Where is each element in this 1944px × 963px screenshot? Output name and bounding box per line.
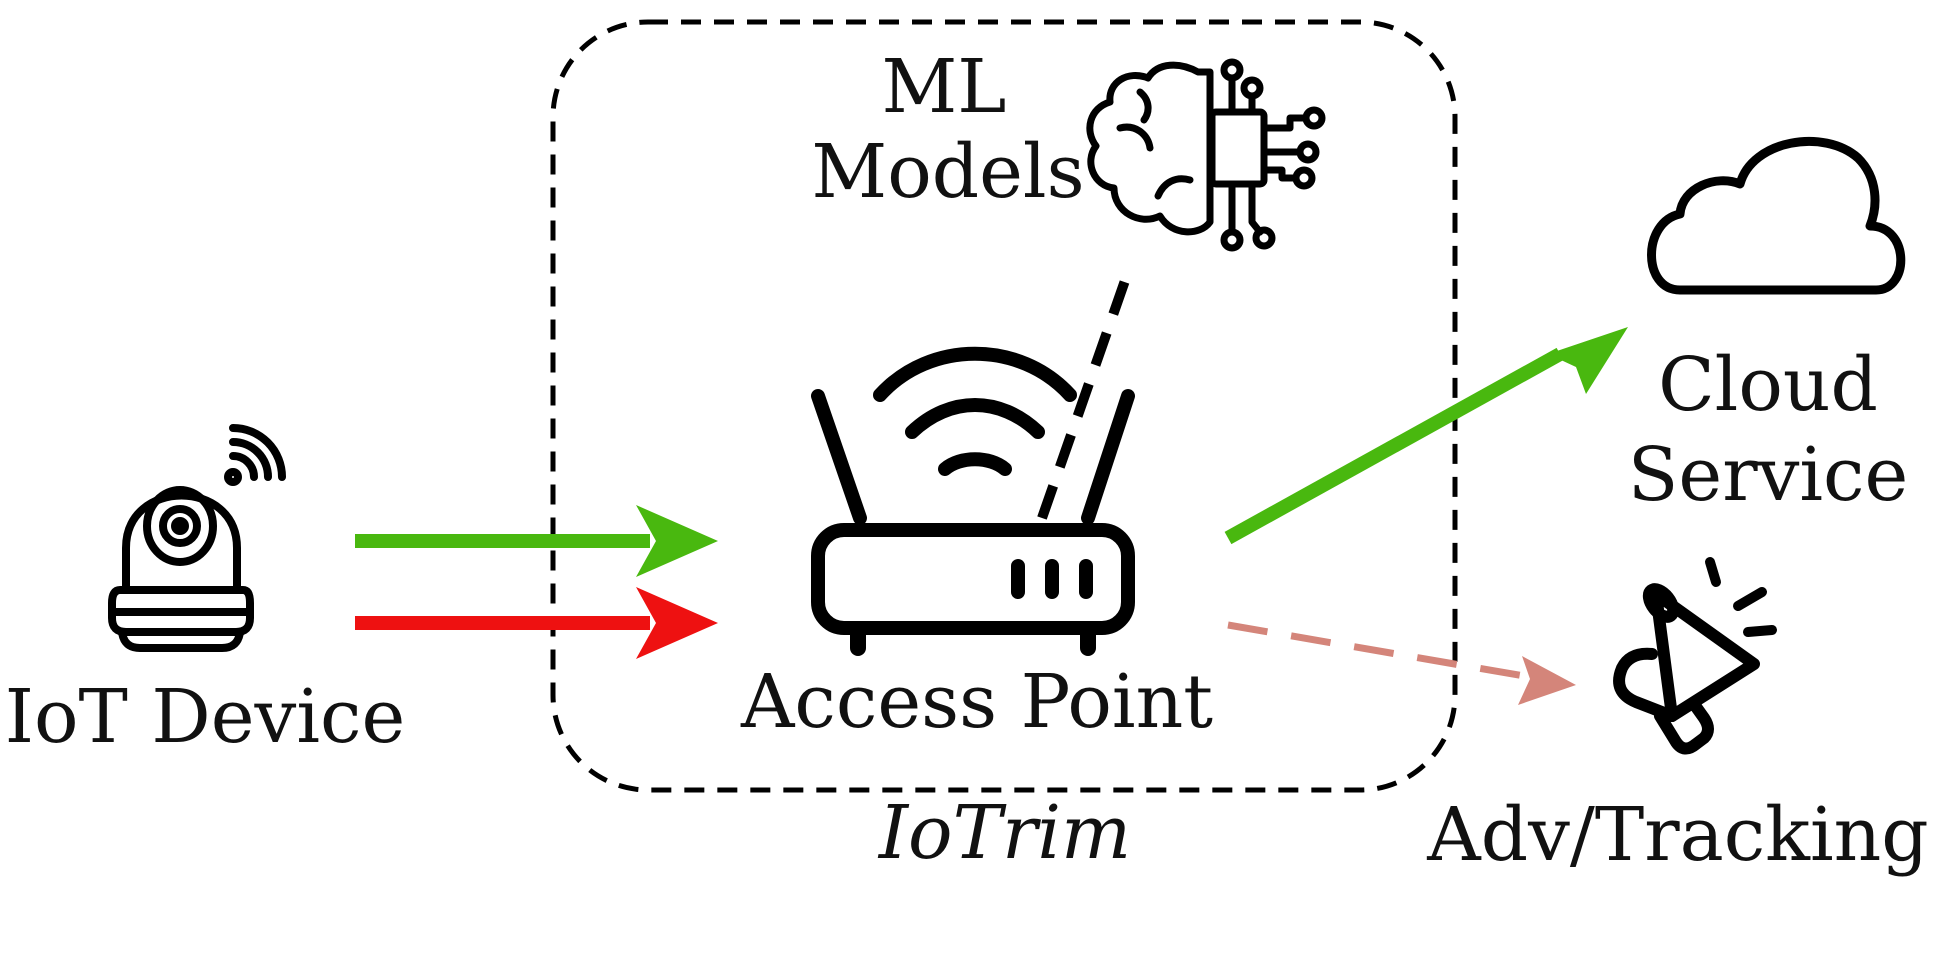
ml-link-dashed — [1037, 270, 1133, 520]
cloud-icon — [1647, 136, 1906, 295]
brain-chip-icon — [1086, 58, 1326, 252]
cloud-service-label-line1: Cloud — [1658, 342, 1878, 428]
ml-models-label-line1: ML — [882, 44, 1007, 130]
access-point-label: Access Point — [740, 659, 1213, 745]
iotrim-system-label: IoTrim — [877, 790, 1131, 876]
allowed-flow-arrow-out — [1224, 327, 1628, 545]
ml-models-label-line2: Models — [811, 129, 1084, 215]
iot-device-label: IoT Device — [5, 674, 406, 760]
megaphone-icon — [1613, 557, 1777, 755]
wifi-router-icon — [811, 346, 1135, 656]
tracking-flow-arrow-dashed — [1227, 621, 1576, 705]
adv-tracking-label: Adv/Tracking — [1426, 792, 1928, 878]
security-camera-icon — [108, 424, 286, 652]
cloud-service-label-line2: Service — [1628, 432, 1909, 518]
blocked-flow-arrow — [355, 587, 718, 659]
allowed-flow-arrow-in — [355, 505, 718, 577]
